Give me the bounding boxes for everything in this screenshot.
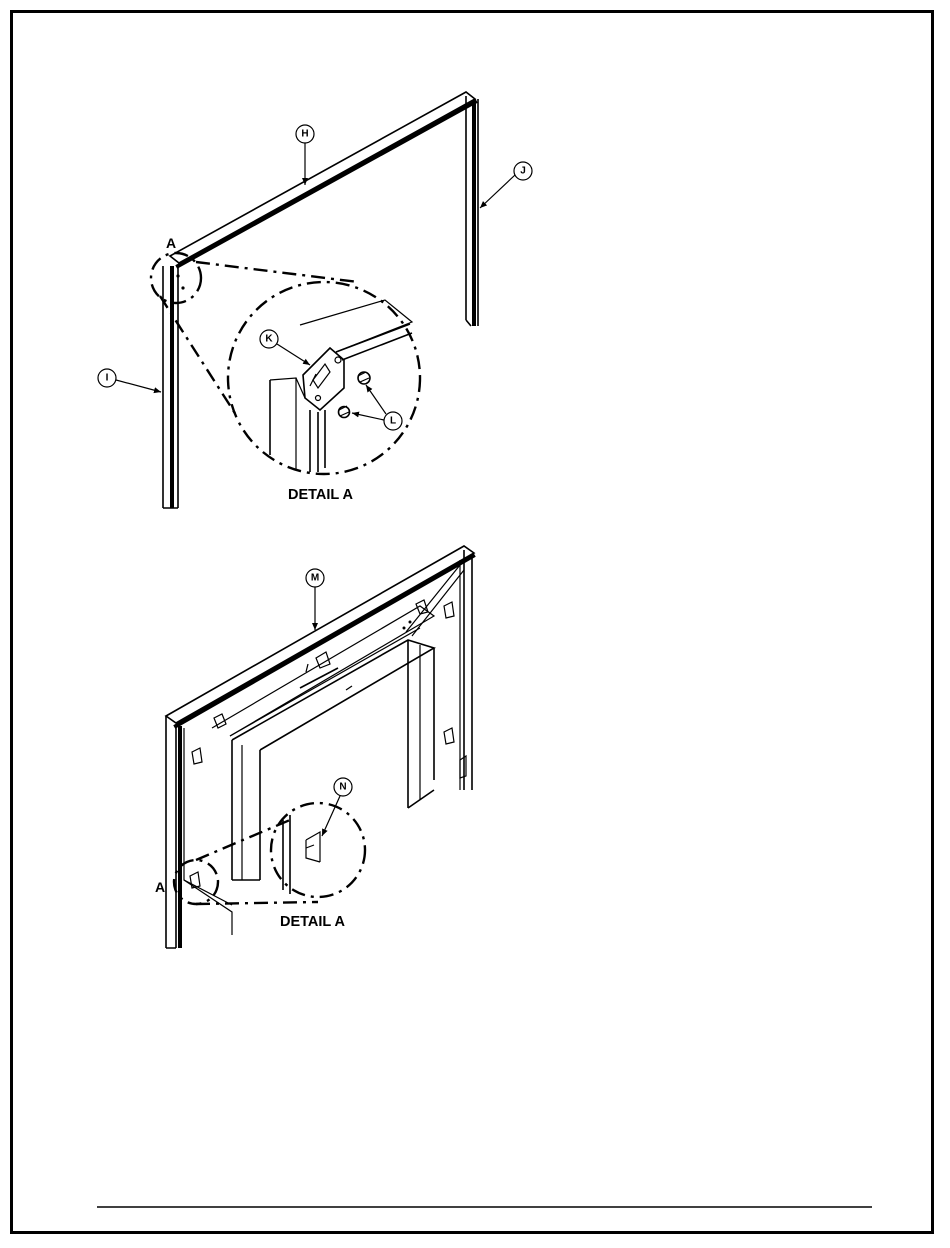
callout-N-label: N (339, 782, 346, 793)
detail-ref-label-top: A (166, 235, 176, 251)
top-frame-assembly (163, 92, 478, 508)
callout-J: J (480, 162, 532, 208)
detail-ref-label-bottom: A (155, 879, 165, 895)
callout-H: H (296, 125, 314, 185)
callout-M: M (306, 569, 324, 630)
screw-upper (358, 372, 370, 384)
detail-title-top: DETAIL A (288, 487, 354, 503)
callout-J-label: J (520, 166, 526, 177)
callout-M-label: M (311, 573, 319, 584)
callout-L: L (352, 385, 402, 430)
screw-lower (339, 406, 350, 418)
callout-L-label: L (390, 416, 396, 427)
callout-K: K (260, 330, 310, 365)
callout-I-label: I (106, 373, 109, 384)
bottom-panel-assembly (166, 546, 474, 948)
callout-I: I (98, 369, 161, 392)
callout-H-label: H (301, 129, 308, 140)
detail-a-top (228, 282, 420, 474)
callout-K-label: K (265, 334, 273, 345)
detail-title-bottom: DETAIL A (280, 914, 346, 930)
detail-a-bottom (271, 803, 365, 897)
